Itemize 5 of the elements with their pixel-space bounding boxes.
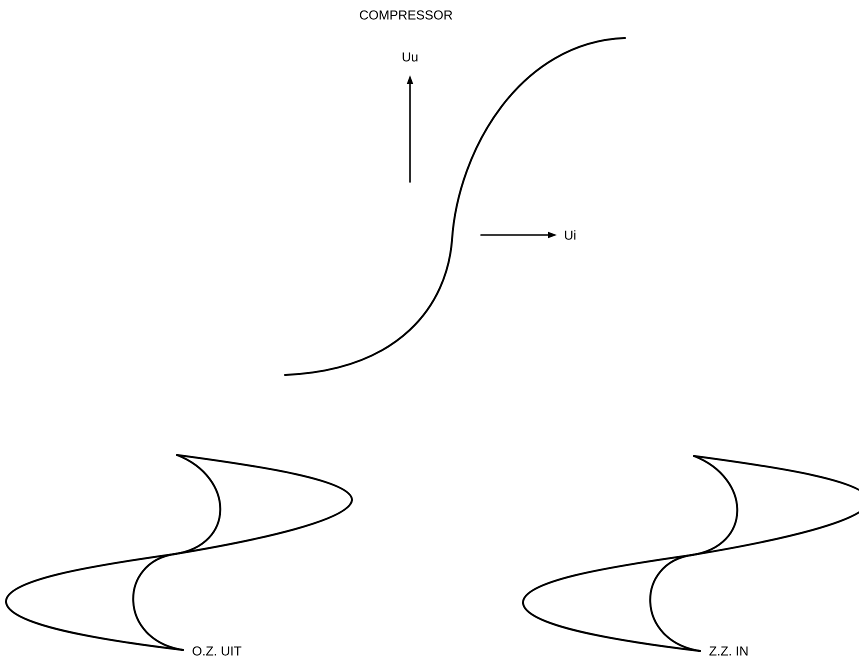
axis-label: Uu xyxy=(402,52,418,62)
axis-label: O.Z. UIT xyxy=(192,646,242,656)
axis-label: Ui xyxy=(565,230,576,240)
axis-label: Z.Z. IN xyxy=(709,646,748,656)
title: COMPRESSOR xyxy=(360,10,452,20)
